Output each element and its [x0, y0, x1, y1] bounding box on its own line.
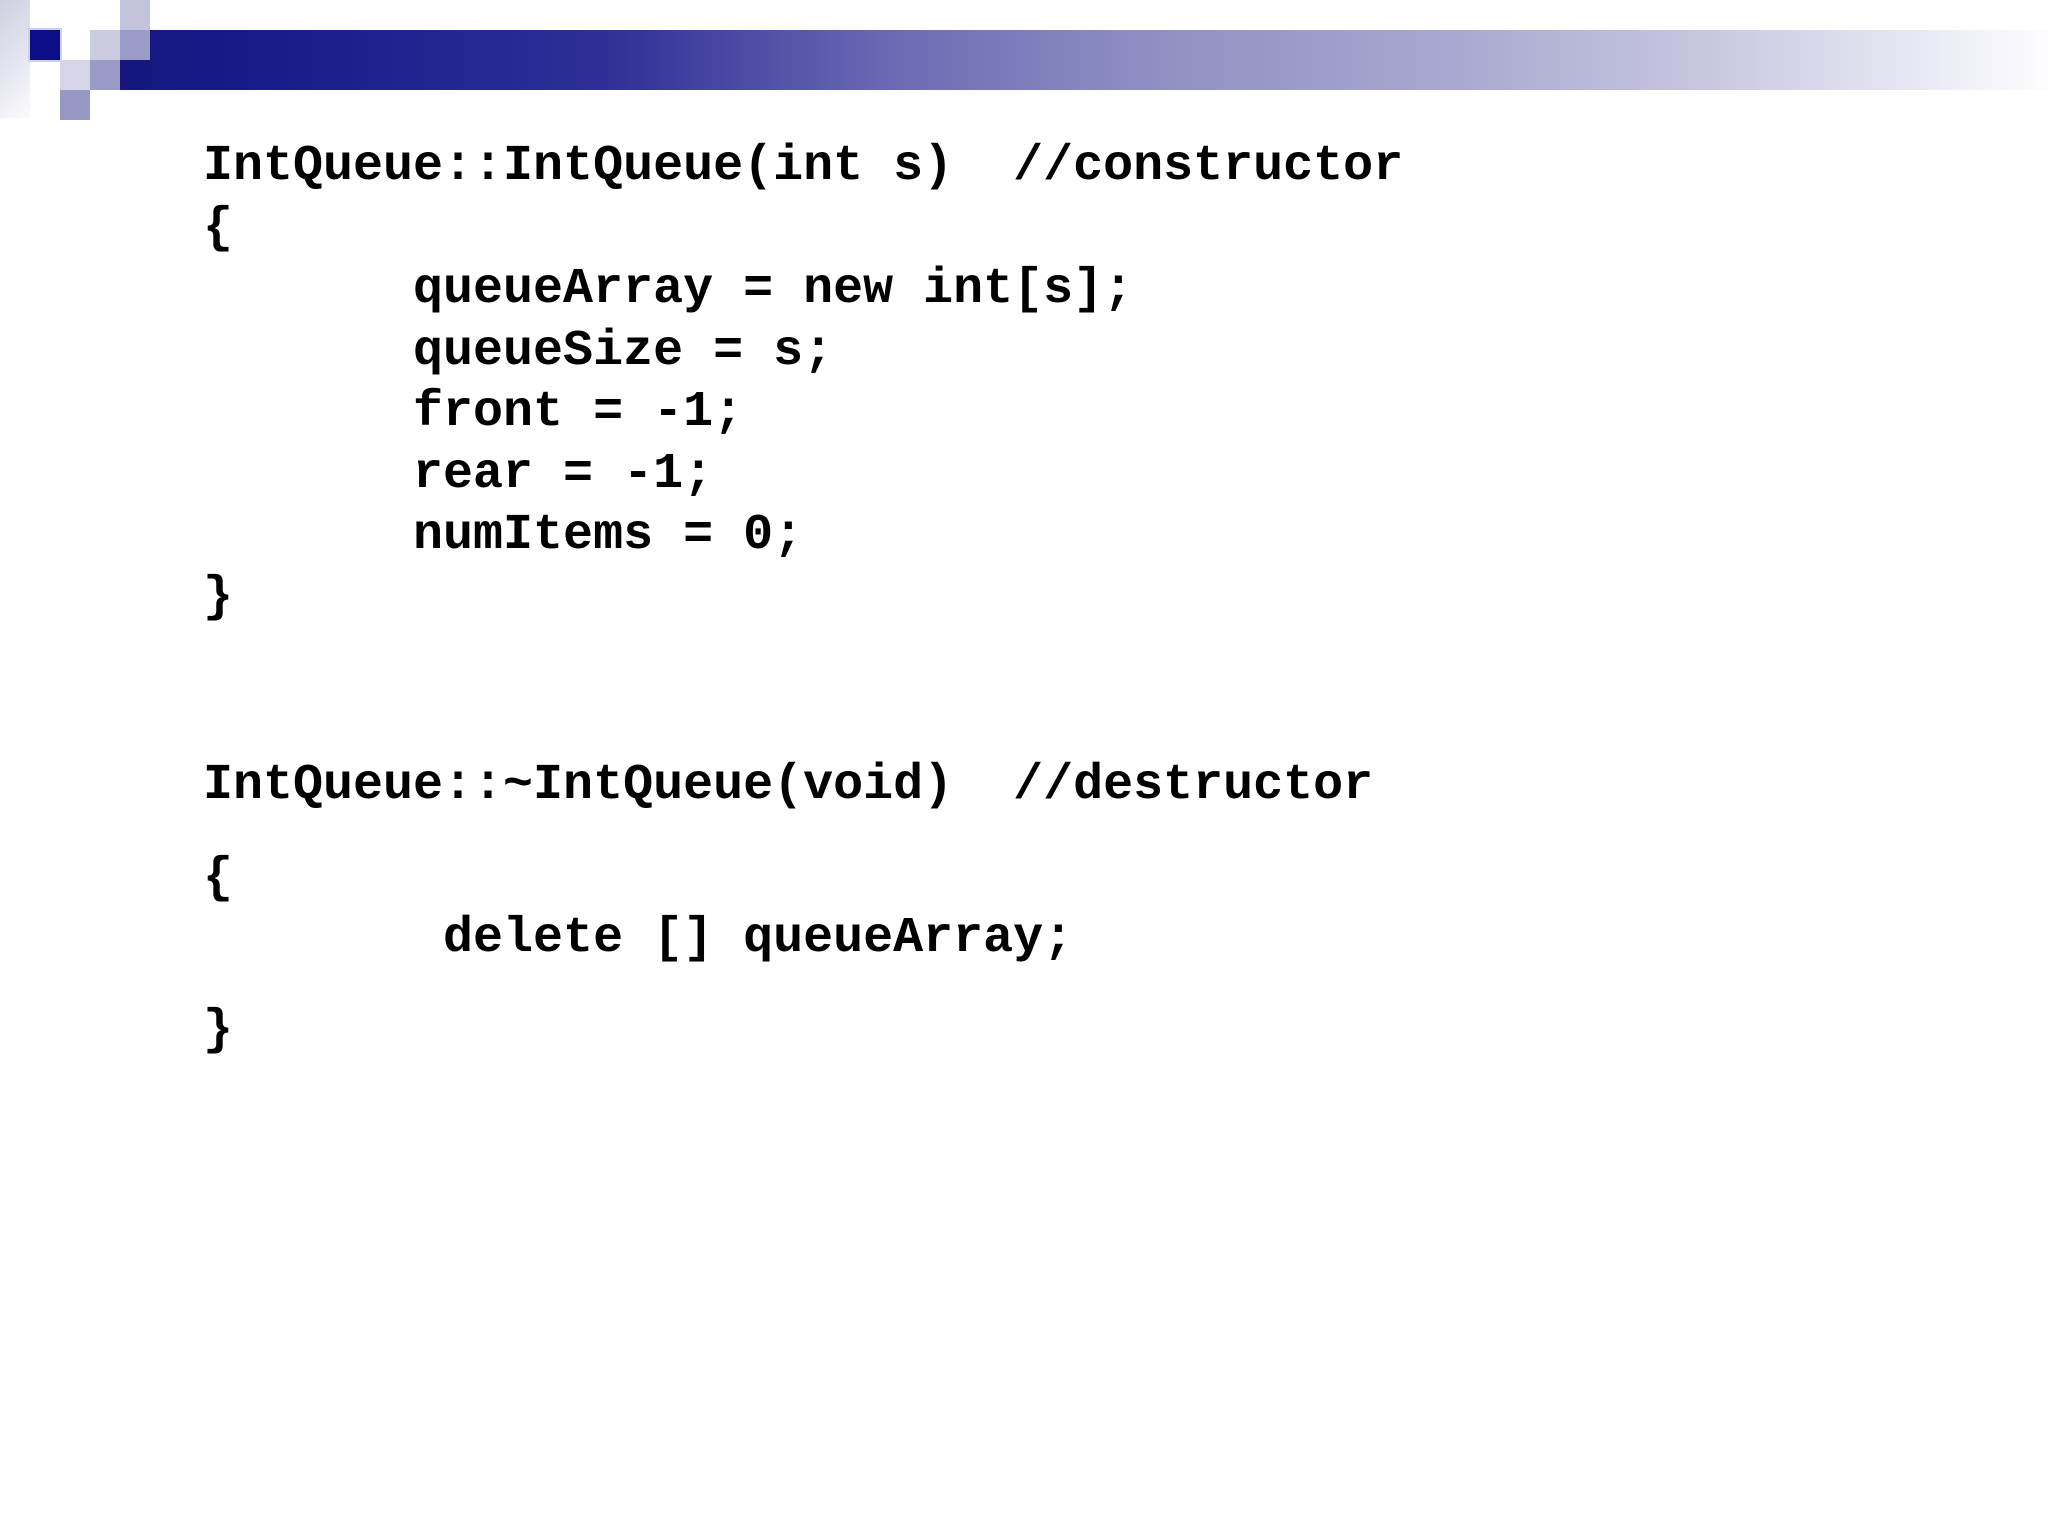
code-line: front = -1;: [203, 384, 744, 441]
code-line: queueSize = s;: [203, 322, 834, 380]
header-left-gradient-strip: [0, 0, 30, 118]
header-gradient-bar: [120, 30, 2048, 90]
decor-square-periwinkle-c: [60, 90, 90, 120]
code-line: numItems = 0;: [203, 507, 804, 564]
code-line: rear = -1;: [203, 445, 714, 503]
code-line: delete [] queueArray;: [203, 910, 1074, 967]
code-line: }: [203, 568, 234, 626]
decor-square-periwinkle-a: [120, 30, 150, 60]
code-line: queueArray = new int[s];: [203, 261, 1134, 318]
decor-square-pale-top: [120, 0, 150, 30]
code-line: IntQueue::IntQueue(int s) //constructor: [203, 138, 1404, 195]
code-line: IntQueue::~IntQueue(void) //destructor: [203, 757, 1374, 814]
decor-square-navy: [30, 30, 60, 60]
destructor-code-block: IntQueue::~IntQueue(void) //destructor {…: [203, 755, 1803, 1075]
code-line: {: [203, 199, 234, 257]
constructor-code-block: IntQueue::IntQueue(int s) //constructor …: [203, 136, 1403, 628]
decor-square-lavender: [90, 30, 120, 60]
code-line: }: [203, 1002, 234, 1059]
decor-square-light: [60, 60, 90, 90]
decor-square-periwinkle-b: [90, 60, 120, 90]
code-line: {: [203, 850, 234, 907]
